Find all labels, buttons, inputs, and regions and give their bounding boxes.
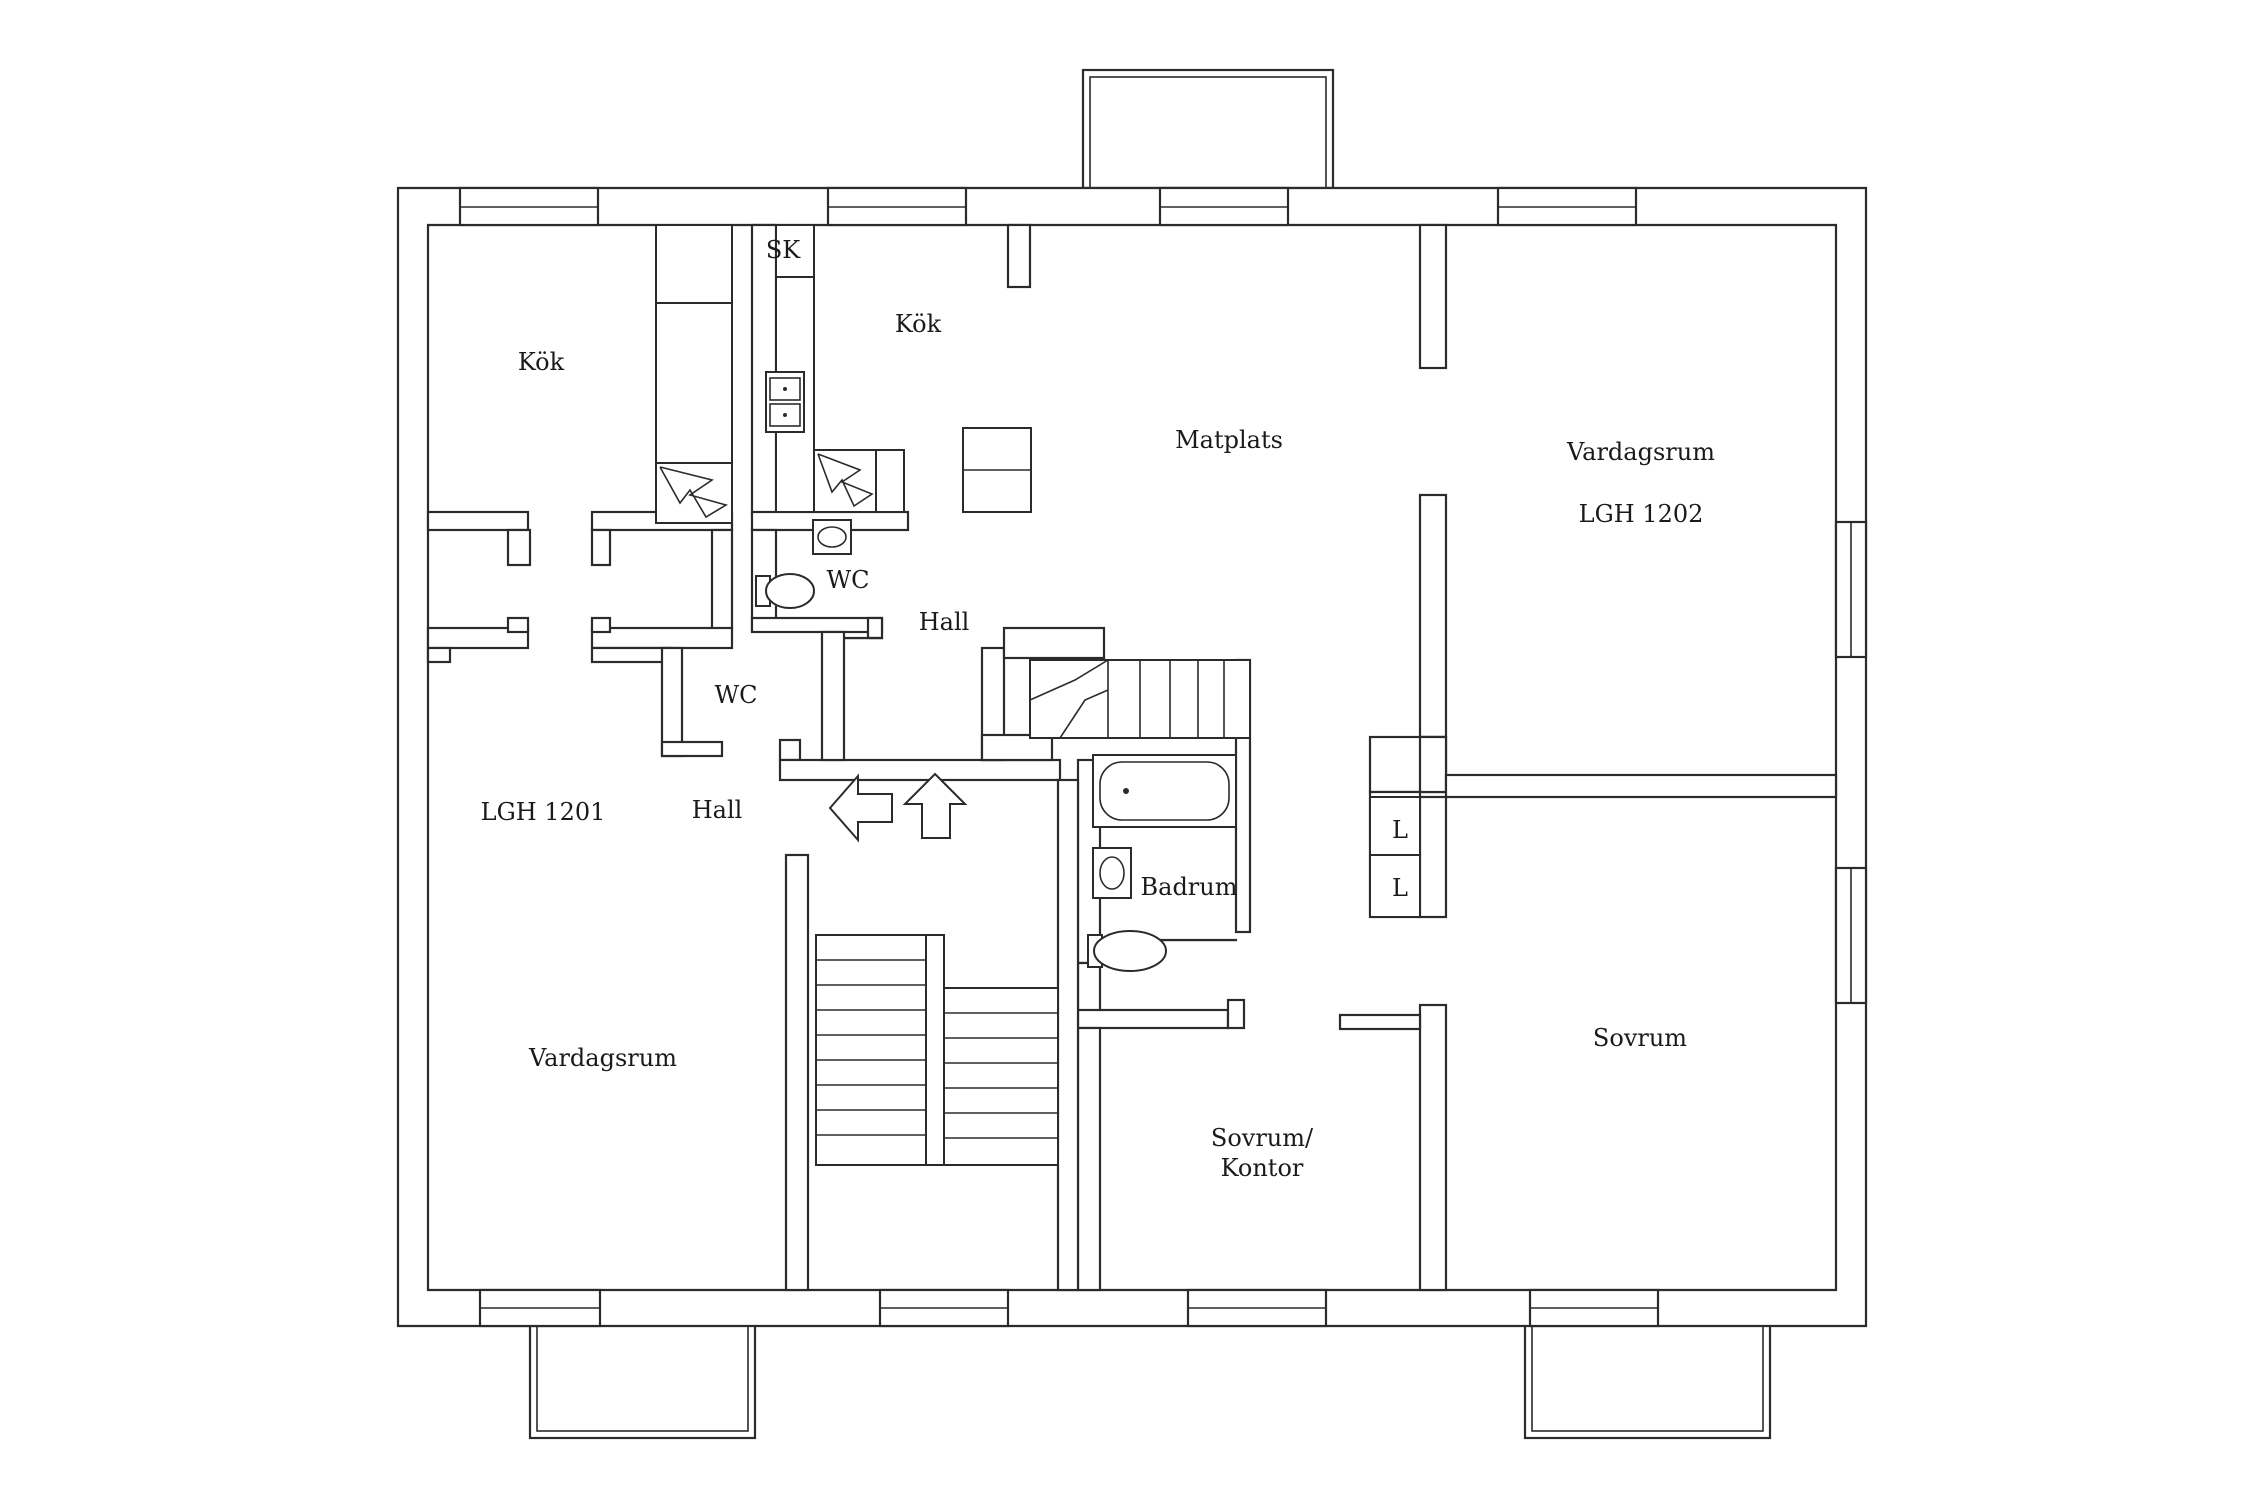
washbasin-bath-icon <box>1092 847 1132 899</box>
room-label-closet-2: L <box>1392 874 1408 902</box>
toilet-bath-icon <box>1087 930 1167 972</box>
stove-icon-right <box>813 449 877 513</box>
room-label-office-line2: Kontor <box>1221 1154 1304 1182</box>
washbasin-upper-icon <box>812 519 852 555</box>
stairs-lower <box>815 934 1059 1166</box>
room-label-hall-upper: Hall <box>919 608 970 636</box>
fridge-icon <box>962 427 1032 513</box>
apartment-label-left: LGH 1201 <box>481 798 606 826</box>
balcony-top <box>1081 68 1335 190</box>
arrow-left-icon <box>828 773 893 843</box>
room-label-living-left: Vardagsrum <box>528 1044 677 1072</box>
exterior-wall <box>396 186 1868 1328</box>
balcony-bottom-right <box>1523 1318 1772 1440</box>
room-label-bathroom: Badrum <box>1141 873 1238 901</box>
bathtub-icon <box>1092 754 1237 828</box>
stairs-upper <box>1029 659 1251 739</box>
room-label-hall-left: Hall <box>692 796 743 824</box>
room-label-bedroom: Sovrum <box>1593 1024 1687 1052</box>
closets <box>1369 796 1421 918</box>
windows <box>458 186 1868 1328</box>
room-label-closet-1: L <box>1392 816 1408 844</box>
room-label-dining: Matplats <box>1175 426 1283 454</box>
interior-walls <box>426 223 1838 1292</box>
arrow-up-icon <box>902 772 968 839</box>
room-label-wc-upper: WC <box>826 566 869 594</box>
room-label-kitchen-right: Kök <box>895 310 942 338</box>
toilet-upper-icon <box>755 573 815 609</box>
room-label-office-line1: Sovrum/ <box>1211 1124 1314 1152</box>
sink-icon <box>765 371 805 433</box>
apartment-label-right: LGH 1202 <box>1579 500 1704 528</box>
room-label-sink-cabinet: SK <box>766 236 801 264</box>
stove-icon <box>655 462 733 524</box>
room-label-kitchen-left: Kök <box>518 348 565 376</box>
room-label-living-right: Vardagsrum <box>1566 438 1715 466</box>
room-label-wc-left: WC <box>714 681 757 709</box>
balcony-bottom-left <box>528 1318 757 1440</box>
